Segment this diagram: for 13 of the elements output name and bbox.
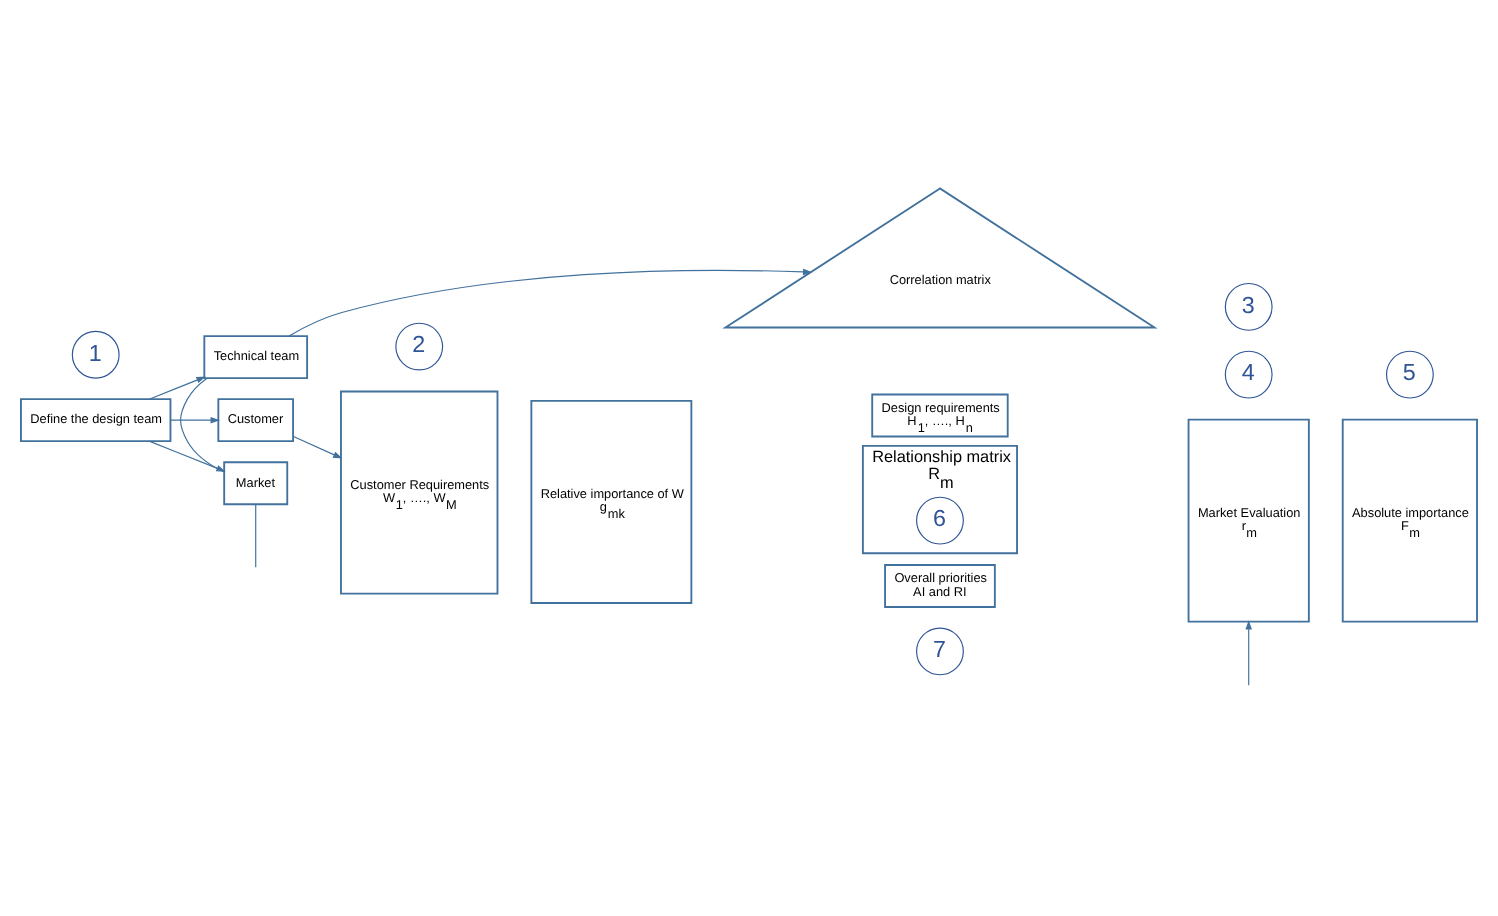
arrow: [288, 268, 813, 337]
arrow: [292, 436, 343, 459]
node-circle: 5: [1385, 350, 1434, 399]
node-circle: 1: [71, 330, 120, 379]
arrow: [1245, 620, 1252, 686]
arrow: [170, 416, 220, 424]
node-circle: 6: [916, 496, 964, 545]
node-circle: 3: [1224, 282, 1273, 331]
arrow: [149, 376, 206, 400]
node-circle: 7: [916, 627, 964, 676]
node-circle: 2: [395, 322, 444, 371]
connector: [255, 504, 257, 568]
node-circle: 4: [1224, 350, 1273, 399]
